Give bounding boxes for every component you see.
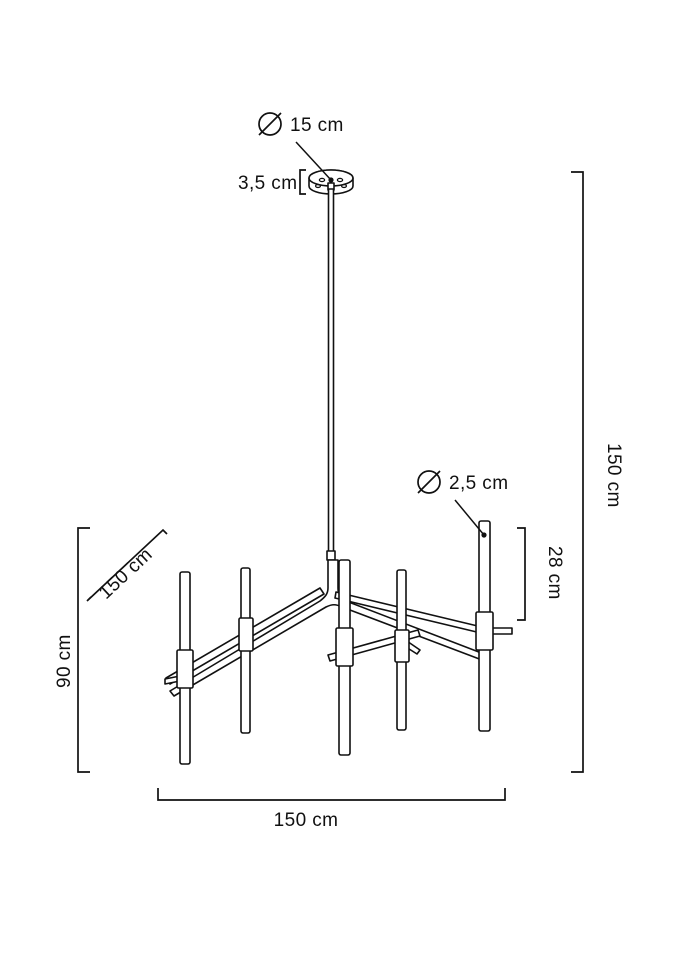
total-height-dimension: 150 cm bbox=[571, 171, 624, 773]
fixture-height-dimension: 90 cm bbox=[54, 527, 90, 773]
light-bar-right-far bbox=[475, 520, 494, 732]
canopy-height-dimension: 3,5 cm bbox=[238, 169, 306, 195]
suspension-rod bbox=[326, 188, 336, 561]
light-bar-left-far bbox=[176, 571, 194, 765]
tube-diameter-callout: 2,5 cm bbox=[417, 470, 508, 538]
tube-diameter-label: 2,5 cm bbox=[449, 473, 508, 494]
total-height-label: 150 cm bbox=[603, 443, 624, 508]
fixture-width-dimension: 150 cm bbox=[157, 788, 506, 831]
arm-hub bbox=[169, 559, 485, 697]
light-bar-right-mid bbox=[394, 569, 410, 731]
light-bar-center bbox=[335, 559, 354, 756]
light-bar-left-mid bbox=[238, 567, 254, 734]
tube-length-dimension: 28 cm bbox=[517, 527, 565, 621]
canopy-diameter-callout: 15 cm bbox=[258, 112, 344, 183]
canopy-height-label: 3,5 cm bbox=[238, 173, 297, 194]
tube-length-label: 28 cm bbox=[544, 546, 565, 600]
chandelier-illustration bbox=[164, 169, 513, 765]
fixture-depth-label: 150 cm bbox=[95, 544, 157, 603]
fixture-depth-dimension: 150 cm bbox=[86, 528, 168, 604]
fixture-width-label: 150 cm bbox=[274, 810, 339, 831]
canopy-diameter-label: 15 cm bbox=[290, 115, 344, 136]
fixture-height-label: 90 cm bbox=[54, 634, 75, 688]
